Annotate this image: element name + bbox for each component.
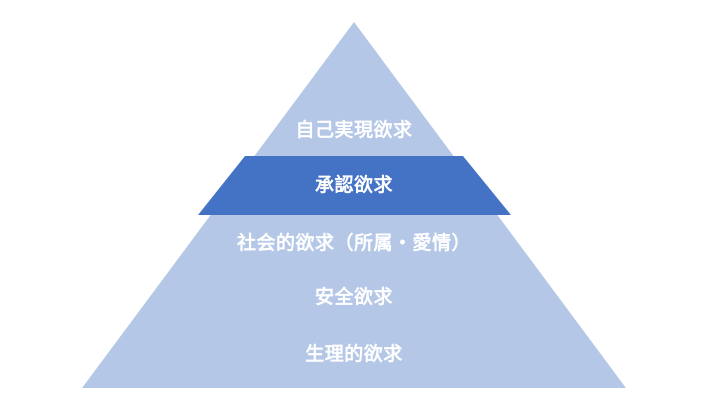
level-physiological-label: 生理的欲求 — [305, 343, 403, 365]
highlighted-band-esteem — [198, 156, 511, 215]
level-social-label: 社会的欲求（所属・愛情） — [236, 232, 471, 254]
level-self-actualization-label: 自己実現欲求 — [295, 119, 413, 141]
level-safety-label: 安全欲求 — [314, 286, 393, 308]
level-esteem-label: 承認欲求 — [314, 174, 393, 196]
